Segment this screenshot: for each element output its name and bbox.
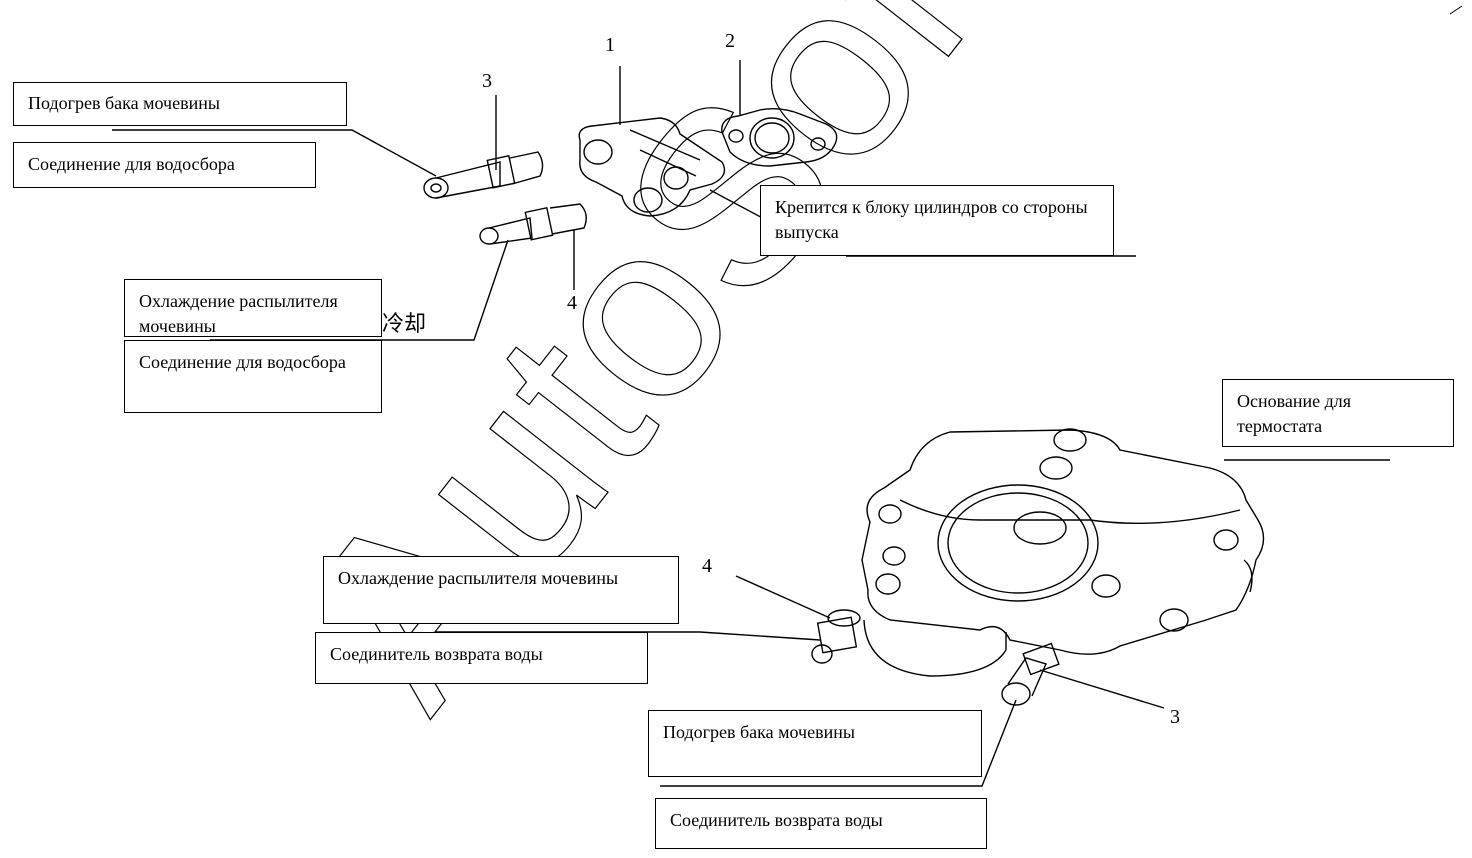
callout-3-top: 3	[482, 70, 492, 92]
fitting-4-top	[479, 203, 587, 290]
callout-4-top: 4	[567, 292, 577, 314]
label-water-return-mid: Соединитель возврата воды	[315, 632, 648, 684]
callout-2: 2	[725, 30, 735, 52]
label-urea-injector-cooling-top: Охлаждение распылителя мочевины	[124, 279, 382, 337]
label-urea-tank-heating-bottom: Подогрев бака мочевины	[648, 710, 982, 777]
chinese-text-fragment: 冷却	[382, 312, 427, 337]
label-thermostat-base: Основание для термостата	[1222, 379, 1454, 447]
callout-4-bottom: 4	[702, 555, 712, 577]
callout-1: 1	[605, 34, 615, 56]
label-water-return-bottom: Соединитель возврата воды	[655, 798, 987, 849]
leader-3-bottom	[1039, 669, 1165, 709]
label-urea-injector-cooling-bottom: Охлаждение распылителя мочевины	[323, 556, 679, 624]
thermostat-base-housing	[861, 428, 1265, 677]
label-mounts-to-block: Крепится к блоку цилиндров со стороны вы…	[760, 185, 1114, 256]
label-urea-tank-heating-top: Подогрев бака мочевины	[13, 82, 347, 126]
label-water-collector-top: Соединение для водосбора	[13, 142, 316, 188]
corner-mark	[1449, 5, 1463, 15]
leader-urea-tank-top	[112, 129, 437, 177]
part-2-gasket	[721, 60, 838, 167]
leader-water-return-bottom	[660, 699, 1017, 787]
callout-3-bottom: 3	[1170, 706, 1180, 728]
fitting-3-bottom	[1001, 642, 1060, 706]
fitting-4-bottom	[811, 609, 861, 664]
label-water-collector-mid: Соединение для водосбора	[124, 340, 382, 413]
fitting-3-top	[423, 95, 544, 199]
part-1-bracket	[578, 66, 726, 217]
leader-4-bottom	[735, 575, 831, 619]
